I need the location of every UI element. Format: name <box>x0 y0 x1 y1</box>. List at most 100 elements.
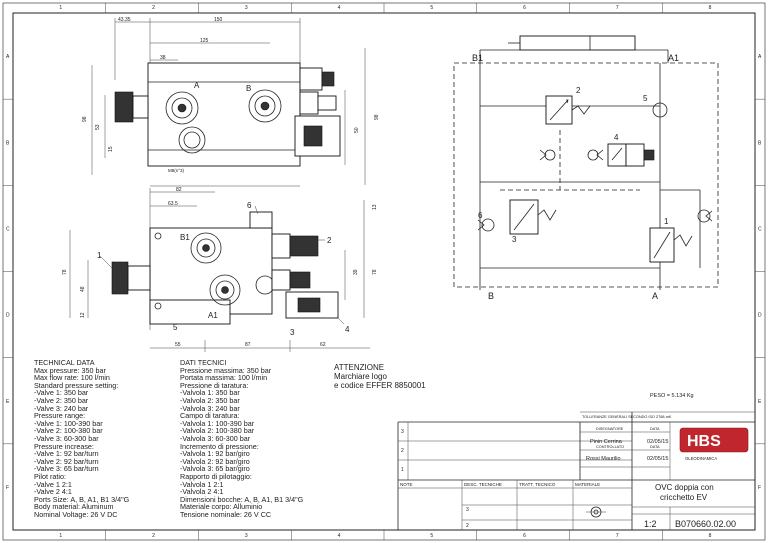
border-col-3-bottom: 3 <box>245 533 248 539</box>
dim-bottom-4: 48 <box>80 286 86 292</box>
header-tratt-tecnico: TRATT. TECNICO <box>519 482 556 487</box>
border-col-7-top: 7 <box>616 5 619 11</box>
technical-data-line-0: TECHNICAL DATA <box>34 358 95 367</box>
dim-top-9: 98 <box>374 114 380 120</box>
dim-bottom-7: 78 <box>372 269 378 275</box>
dati-tecnici-line-5: -Valvola 2: 350 bar <box>180 395 240 405</box>
checker-date: 02/05/15 <box>647 456 668 462</box>
border-col-1-top: 1 <box>59 5 62 11</box>
technical-data-line-19: Body material: Aluminum <box>34 502 114 512</box>
dim-top-7: 15 <box>108 146 114 152</box>
border-col-6-bottom: 6 <box>523 533 526 539</box>
technical-data-line-1: Max pressure: 350 bar <box>34 365 106 375</box>
title-block: HBS OLEODINAMICA TOLLERANZE GENERALI SEC… <box>397 411 755 530</box>
dim-bottom-3: 78 <box>62 269 68 275</box>
dati-tecnici-line-19: Materiale corpo: Alluminio <box>180 502 263 512</box>
technical-data-line-3: Standard pressure setting: <box>34 380 119 390</box>
technical-data-line-15: Pilot ratio: <box>34 471 66 481</box>
dim-top-6: 53 <box>95 124 101 130</box>
border-row-C-right: C <box>758 226 762 232</box>
technical-data-line-7: Pressure range: <box>34 411 86 421</box>
border-row-A-right: A <box>758 54 762 60</box>
dim-top-1: 43.35 <box>118 17 131 23</box>
border-col-6-top: 6 <box>523 5 526 11</box>
callout-2-view: 2 <box>327 236 332 245</box>
dim-bottom-10: 87 <box>245 342 251 348</box>
callout-1-schematic: 1 <box>664 217 669 226</box>
callout-3-schematic: 3 <box>512 235 517 244</box>
dati-tecnici-line-18: Dimensioni bocche: A, B, A1, B1 3/4"G <box>180 494 304 504</box>
dim-top-8: 50 <box>354 127 360 133</box>
header-note: NOTE <box>400 482 413 487</box>
schematic-port-a1: A1 <box>668 53 679 63</box>
header-desc-tecniche: DESC. TECNICHE <box>464 482 502 487</box>
dati-tecnici-line-3: Pressione di taratura: <box>180 380 249 390</box>
border-row-E-right: E <box>758 399 762 405</box>
dim-top-4: 38 <box>160 55 166 61</box>
technical-data-line-8: -Valve 1: 100-390 bar <box>34 418 103 428</box>
border-col-7-bottom: 7 <box>616 533 619 539</box>
dati-tecnici-line-20: Tensione nominale: 26 V CC <box>180 509 272 519</box>
border-col-5-top: 5 <box>430 5 433 11</box>
border-col-1-bottom: 1 <box>59 533 62 539</box>
dati-tecnici-line-15: Rapporto di pilotaggio: <box>180 471 252 481</box>
dati-tecnici-line-6: -Valvola 3: 240 bar <box>180 403 240 413</box>
border-col-2-bottom: 2 <box>152 533 155 539</box>
port-a-label-top: A <box>194 81 200 90</box>
left-row-3: 3 <box>466 507 469 513</box>
rev-row-3: 3 <box>401 429 404 435</box>
schematic-port-b1: B1 <box>472 53 483 63</box>
label-controllato: CONTROLLATO <box>596 445 624 449</box>
technical-data-line-20: Nominal Voltage: 26 V DC <box>34 509 118 519</box>
border-col-8-top: 8 <box>709 5 712 11</box>
drawing-title-1: OVC doppia con <box>655 483 714 492</box>
callout-5-view: 5 <box>173 323 178 332</box>
label-disegnatore: DISEGNATORE <box>596 427 624 431</box>
callout-6-schematic: 6 <box>478 211 483 220</box>
border-row-B-right: B <box>758 140 762 146</box>
dim-bottom-2: 63.5 <box>168 201 178 207</box>
hbs-logo-text: HBS <box>687 433 721 450</box>
port-a1-label: A1 <box>208 311 218 320</box>
technical-data-line-18: Ports Size: A, B, A1, B1 3/4"G <box>34 494 130 504</box>
dati-tecnici-line-1: Pressione massima: 350 bar <box>180 365 272 375</box>
border-row-B-left: B <box>6 140 10 146</box>
dati-tecnici-line-10: -Valvola 3: 60-300 bar <box>180 433 251 443</box>
attenzione-line-1: Marchiare logo <box>334 372 387 381</box>
callout-4-schematic: 4 <box>614 133 619 142</box>
technical-data-line-14: -Valve 3: 65 bar/turn <box>34 464 99 474</box>
dim-bottom-6: 39 <box>353 269 359 275</box>
dati-tecnici-line-0: DATI TECNICI <box>180 358 227 367</box>
technical-data-line-9: -Valve 2: 100-380 bar <box>34 426 103 436</box>
technical-data-line-5: -Valve 2: 350 bar <box>34 395 89 405</box>
callout-5-schematic: 5 <box>643 94 648 103</box>
border-row-E-left: E <box>6 399 10 405</box>
bottom-view: 82 63.5 78 48 12 39 78 13 55 87 62 B1 A1 <box>62 187 378 352</box>
designer-date: 02/05/15 <box>647 439 668 445</box>
border-row-F-right: F <box>758 485 761 491</box>
dim-thread: M8(n°3) <box>168 168 185 173</box>
callout-3-view: 3 <box>290 328 295 337</box>
attenzione-line-0: ATTENZIONE <box>334 363 385 372</box>
dim-bottom-11: 62 <box>320 342 326 348</box>
technical-data-line-10: -Valve 3: 60-300 bar <box>34 433 99 443</box>
dati-tecnici-line-11: Incremento di pressione: <box>180 441 259 451</box>
border-row-D-right: D <box>758 313 762 319</box>
dati-tecnici-line-12: -Valvola 1: 92 bar/giro <box>180 449 250 459</box>
technical-data-line-11: Pressure increase: <box>34 441 94 451</box>
dim-bottom-5: 12 <box>80 312 86 318</box>
dim-bottom-1: 82 <box>176 187 182 193</box>
drawing-title-2: cricchetto EV <box>660 493 708 502</box>
drawing-code: B070660.02.00 <box>675 519 736 529</box>
border-col-4-top: 4 <box>338 5 341 11</box>
port-b-label-top: B <box>246 84 251 93</box>
left-row-2: 2 <box>466 523 469 529</box>
border-col-4-bottom: 4 <box>338 533 341 539</box>
technical-data-line-2: Max flow rate: 100 l/min <box>34 373 110 383</box>
dati-tecnici-line-17: -Valvola 2 4:1 <box>180 487 224 497</box>
dati-tecnici-line-8: -Valvola 1: 100-390 bar <box>180 418 255 428</box>
callout-4-view: 4 <box>345 325 350 334</box>
